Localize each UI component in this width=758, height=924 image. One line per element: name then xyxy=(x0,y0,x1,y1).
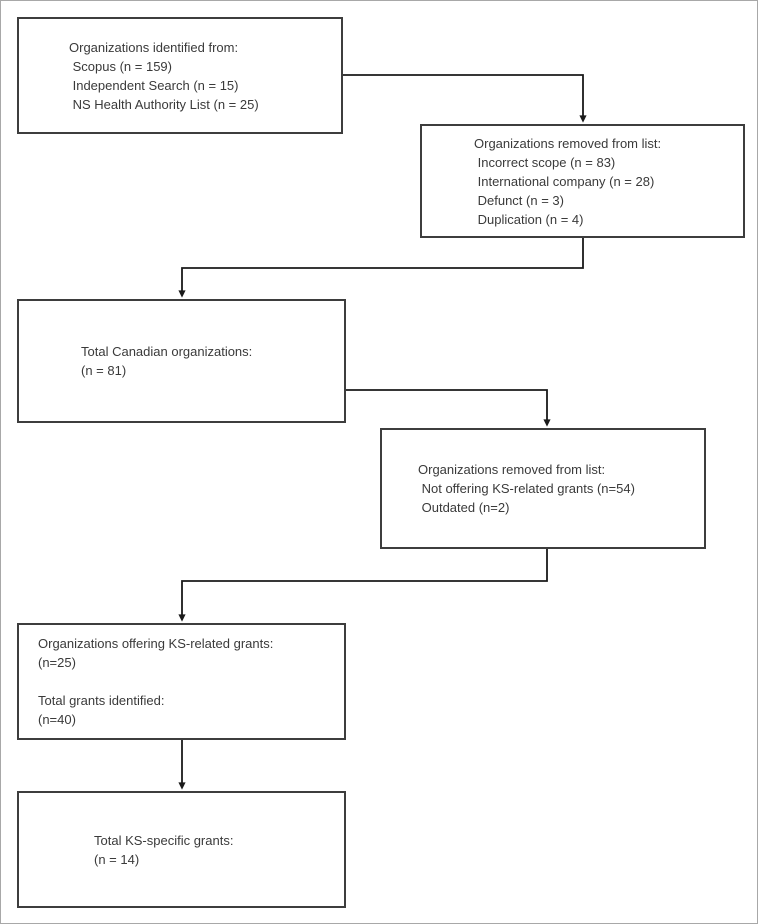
node-line: (n=25) xyxy=(38,655,76,670)
node-line: Independent Search (n = 15) xyxy=(69,77,239,93)
connector-removed-2-to-offering xyxy=(178,549,548,622)
node-organizations-removed-1: Organizations removed from list: Incorre… xyxy=(420,124,745,238)
node-text-block: Total Canadian organizations: (n = 81) xyxy=(19,342,344,380)
node-line: Total Canadian organizations: xyxy=(81,344,253,359)
connector-canadian-to-removed-2 xyxy=(346,389,551,427)
node-line: (n=40) xyxy=(38,712,76,727)
node-text-block: Total KS-specific grants: (n = 14) xyxy=(19,831,344,869)
node-line: Scopus (n = 159) xyxy=(69,58,172,74)
node-line: Outdated (n=2) xyxy=(418,500,510,515)
node-line: Organizations offering KS-related grants… xyxy=(38,636,274,651)
node-line: Organizations removed from list: xyxy=(418,462,606,477)
node-text-block: Organizations removed from list: Incorre… xyxy=(422,134,743,229)
node-line-spacer xyxy=(38,672,344,691)
node-line: Defunct (n = 3) xyxy=(474,192,564,208)
node-line: International company (n = 28) xyxy=(474,173,655,189)
node-line: Not offering KS-related grants (n=54) xyxy=(418,481,635,496)
node-line: (n = 14) xyxy=(94,851,140,867)
node-line: Incorrect scope (n = 83) xyxy=(474,154,616,170)
node-line: Duplication (n = 4) xyxy=(474,211,584,227)
connector-removed-1-to-canadian xyxy=(178,238,584,298)
node-total-canadian-organizations: Total Canadian organizations: (n = 81) xyxy=(17,299,346,423)
node-line: Organizations removed from list: xyxy=(474,135,662,151)
node-text-block: Organizations removed from list: Not off… xyxy=(382,460,704,517)
node-total-ks-specific-grants: Total KS-specific grants: (n = 14) xyxy=(17,791,346,908)
node-text-block: Organizations identified from: Scopus (n… xyxy=(19,38,341,114)
node-line: (n = 81) xyxy=(81,363,127,378)
node-text-block: Organizations offering KS-related grants… xyxy=(19,634,344,729)
node-organizations-removed-2: Organizations removed from list: Not off… xyxy=(380,428,706,549)
node-organizations-identified: Organizations identified from: Scopus (n… xyxy=(17,17,343,134)
node-line: Organizations identified from: xyxy=(69,39,239,55)
node-organizations-offering-grants: Organizations offering KS-related grants… xyxy=(17,623,346,740)
node-line: Total grants identified: xyxy=(38,693,165,708)
connector-identified-to-removed-1 xyxy=(343,74,587,123)
node-line: NS Health Authority List (n = 25) xyxy=(69,96,259,112)
node-line: Total KS-specific grants: xyxy=(94,832,234,848)
